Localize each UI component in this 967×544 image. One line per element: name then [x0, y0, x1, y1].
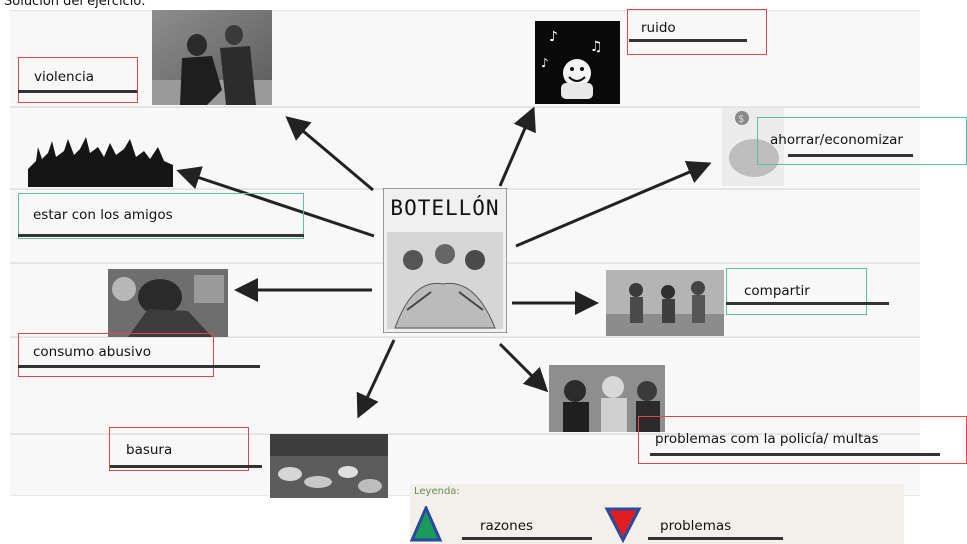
botellon-center-image: BOTELLÓN — [383, 188, 507, 333]
abuse-photo — [108, 269, 228, 337]
violencia-label: violencia — [34, 69, 95, 85]
noise-photo: ♪ ♫ ♪ — [535, 21, 620, 104]
svg-text:♪: ♪ — [549, 29, 558, 45]
ahorrar-underline — [788, 154, 913, 157]
arrow-to-noise — [498, 106, 536, 187]
compartir-label: compartir — [744, 283, 810, 299]
ruido-label: ruido — [641, 20, 676, 36]
page-title: Solución del ejercicio: — [4, 0, 146, 9]
trash-photo — [270, 434, 388, 498]
arrow-to-police — [498, 342, 549, 393]
legend-title: Leyenda: — [414, 486, 460, 497]
svg-text:♫: ♫ — [590, 39, 603, 55]
policia-underline — [650, 453, 940, 456]
amigos-underline — [18, 234, 304, 237]
svg-text:$: $ — [738, 114, 744, 125]
crowd-photo — [28, 135, 173, 187]
compartir-underline — [726, 302, 889, 305]
arrow-to-savings — [515, 161, 712, 248]
violencia-underline — [18, 90, 137, 93]
legend-problemas-underline — [648, 537, 783, 540]
consumo-underline — [18, 365, 260, 368]
svg-text:♪: ♪ — [541, 56, 549, 70]
violencia-box — [18, 57, 138, 103]
triangle-down-icon — [604, 507, 642, 544]
ruido-box — [627, 9, 767, 55]
consumo-box — [18, 333, 214, 377]
botellon-word: BOTELLÓN — [390, 196, 500, 220]
ahorrar-label: ahorrar/economizar — [770, 132, 903, 148]
basura-box — [109, 427, 249, 471]
police-photo — [549, 365, 665, 432]
triangle-up-icon — [410, 506, 443, 542]
arrow-to-friends — [176, 166, 375, 238]
compartir-box — [726, 268, 867, 315]
arrow-to-violence — [285, 116, 374, 192]
legend-razones-label: razones — [480, 518, 534, 534]
basura-underline — [110, 465, 262, 468]
ruido-underline — [629, 39, 747, 42]
legend: Leyenda: razones problemas — [410, 484, 904, 544]
sharing-photo — [606, 270, 724, 336]
amigos-box — [18, 193, 304, 239]
legend-problemas-label: problemas — [660, 518, 732, 534]
row-band — [10, 337, 920, 434]
legend-razones-underline — [462, 537, 592, 540]
consumo-label: consumo abusivo — [33, 344, 151, 360]
piggy-bank-photo: $ — [722, 108, 784, 186]
policia-label: problemas com la policía/ multas — [655, 431, 879, 447]
violence-photo — [152, 10, 272, 105]
basura-label: basura — [126, 442, 173, 458]
arrow-to-trash — [356, 339, 396, 419]
amigos-label: estar con los amigos — [33, 207, 173, 223]
